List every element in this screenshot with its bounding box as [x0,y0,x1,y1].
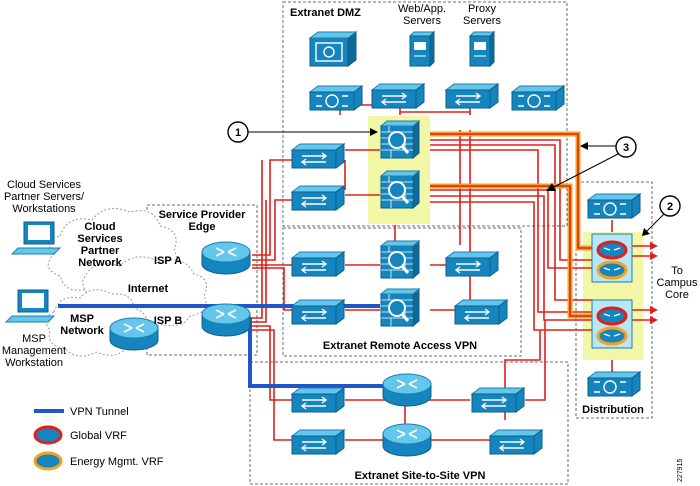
dmz-appliance-left-icon [310,86,362,110]
isp-b-label: ISP B [154,315,183,327]
ra-switch-2-icon [446,252,498,276]
edge-switch-1-icon [292,144,344,168]
callout-1: 1 [227,121,378,143]
web-security-appliance [308,31,358,67]
distribution-appliance-top-icon [588,194,640,218]
extranet-firewall-1-icon [379,119,421,160]
s2s-switch-2-icon [472,388,524,412]
isp-b-router-icon [201,303,251,337]
energy-vrf-highlight-path [430,131,592,319]
legend: VPN Tunnel Global VRF Energy Mgmt. VRF [33,406,164,471]
edge-switch-2-icon [292,186,344,210]
isp-a-label: ISP A [154,255,182,267]
distribution-appliance-bottom-icon [588,372,640,396]
callout-3-label: 3 [623,142,629,154]
callout-2-label: 2 [667,201,673,213]
ra-switch-3-icon [292,300,344,324]
legend-global-vrf-swatch [33,425,63,445]
s2s-switch-1-icon [292,388,344,412]
cloud-partner-workstation-icon [11,221,61,255]
s2s-switch-4-icon [490,430,542,454]
callout-2: 2 [642,195,681,236]
legend-energy-vrf: Energy Mgmt. VRF [70,456,164,468]
ra-switch-1-icon [292,252,344,276]
dmz-appliance-right-icon [512,86,564,110]
proxy-server-icon [469,31,495,67]
extranet-dmz-zone [282,1,568,227]
distribution-label: Distribution [582,404,644,416]
figure-id-label: 227915 [677,459,684,482]
campus-core-arrows [650,242,658,324]
web-app-servers-label: Web/App.Servers [398,3,446,27]
callout-3: 3 [546,136,637,191]
msp-router-icon [109,317,159,351]
vpn-tunnel-site-to-site [248,318,395,388]
s2s-switch-3-icon [292,430,344,454]
legend-vpn-tunnel: VPN Tunnel [70,406,129,418]
distribution-vrf-switch-2-icon [590,298,634,350]
ra-switch-4-icon [455,300,507,324]
web-app-server-icon [409,31,435,67]
remote-access-vpn-zone [282,227,522,357]
ra-firewall-icon [379,287,421,328]
dmz-switch-1-icon [372,84,424,108]
legend-global-vrf: Global VRF [70,430,127,442]
s2s-router-2-icon [382,423,432,457]
extranet-dmz-label: Extranet DMZ [290,7,361,19]
isp-a-router-icon [201,241,251,275]
ra-firewall-plain-icon [379,239,421,280]
distribution-vrf-switch-1-icon [590,232,634,284]
site-to-site-vpn-label: Extranet Site-to-Site VPN [355,470,486,482]
callout-1-label: 1 [235,127,241,139]
s2s-router-1-icon [382,373,432,407]
msp-workstation-icon [5,289,55,323]
remote-access-vpn-label: Extranet Remote Access VPN [323,340,477,352]
extranet-firewall-2-icon [379,169,421,210]
internet-label: Internet [128,283,169,295]
legend-energy-vrf-swatch [33,451,63,471]
dmz-switch-2-icon [446,84,498,108]
